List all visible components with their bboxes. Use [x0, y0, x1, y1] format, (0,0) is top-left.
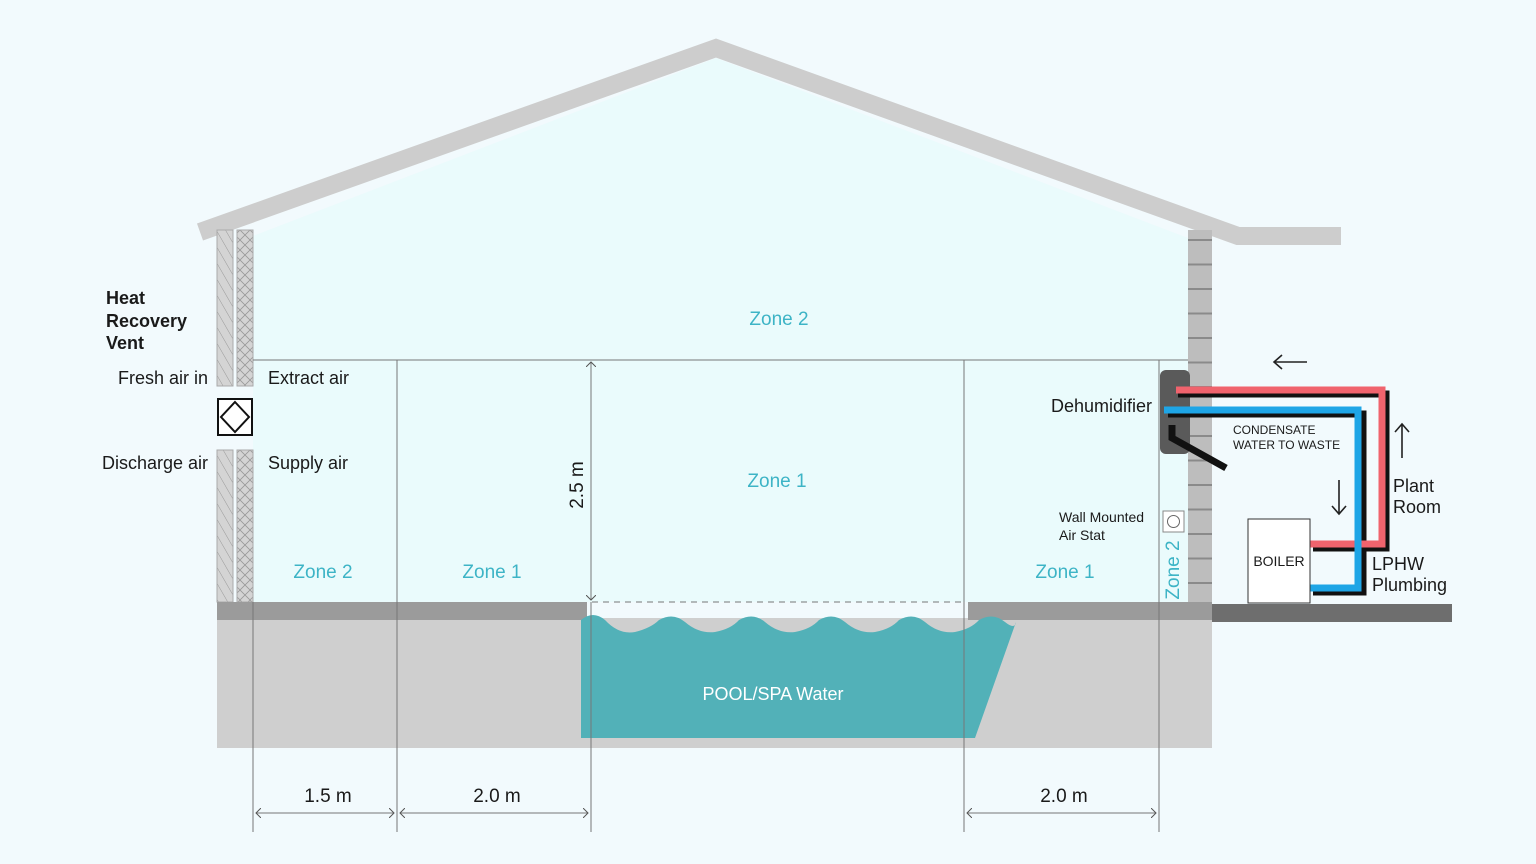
zone-label-left-outer: Zone 2 — [293, 562, 352, 583]
flow-arrows — [1272, 354, 1410, 516]
discharge-air-label: Discharge air — [102, 453, 208, 473]
zone-label-left-inner: Zone 1 — [462, 562, 521, 583]
boiler-label: BOILER — [1253, 553, 1304, 569]
floor-slab-right — [968, 602, 1212, 620]
arrow-left-icon — [1272, 354, 1307, 370]
width-dimension-3: 2.0 m — [1040, 786, 1088, 807]
air-stat-icon — [1162, 510, 1185, 533]
condensate-label: CONDENSATE WATER TO WASTE — [1233, 423, 1340, 452]
zone-label-right-inner: Zone 1 — [1035, 562, 1094, 583]
height-dimension: 2.5 m — [567, 461, 588, 509]
floor-slab-left — [217, 602, 587, 620]
hrv-title: Heat Recovery Vent — [106, 288, 192, 353]
supply-air-label: Supply air — [268, 453, 348, 473]
hrv-unit-icon — [217, 398, 253, 436]
pool-water — [581, 615, 1016, 738]
zone-label-center: Zone 1 — [747, 471, 806, 492]
air-stat-label: Wall Mounted Air Stat — [1059, 509, 1148, 543]
building-interior — [253, 58, 1188, 602]
zone-label-upper: Zone 2 — [749, 309, 808, 330]
width-dimension-2: 2.0 m — [473, 786, 521, 807]
condensate-drain-pipe — [1168, 425, 1228, 472]
fresh-air-in-label: Fresh air in — [118, 368, 208, 388]
plant-room-floor — [1212, 604, 1452, 622]
dehumidifier-label: Dehumidifier — [1051, 396, 1152, 416]
hrv-wall — [216, 229, 254, 603]
extract-air-label: Extract air — [268, 368, 349, 388]
arrow-down-icon — [1331, 480, 1347, 516]
boiler-unit — [1247, 518, 1311, 604]
width-dimension-1: 1.5 m — [304, 786, 352, 807]
lphw-pipes — [1164, 386, 1390, 596]
zone-label-right-vertical: Zone 2 — [1163, 540, 1184, 599]
plant-room-label: Plant Room — [1393, 476, 1441, 517]
lphw-label: LPHW Plumbing — [1372, 554, 1447, 595]
arrow-up-icon — [1394, 422, 1410, 458]
roof — [196, 38, 1341, 245]
pool-label: POOL/SPA Water — [702, 684, 843, 704]
zone-lines — [252, 359, 1188, 832]
